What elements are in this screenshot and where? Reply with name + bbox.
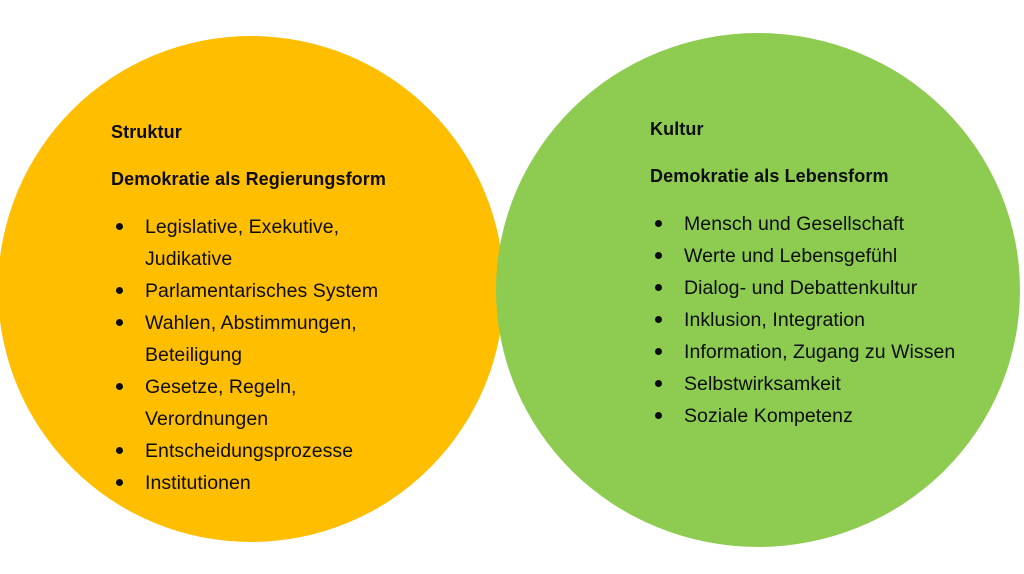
bullet-dot-icon xyxy=(655,316,662,323)
list-item: Dialog- und Debattenkultur xyxy=(650,272,1015,304)
list-item: Gesetze, Regeln, Verordnungen xyxy=(111,371,405,435)
list-item-label: Gesetze, Regeln, Verordnungen xyxy=(145,376,297,430)
left-subtitle-heading: Demokratie als Regierungsform xyxy=(111,169,386,189)
list-item-label: Information, Zugang zu Wissen xyxy=(684,341,956,363)
bullet-dot-icon xyxy=(655,284,662,291)
list-item: Legislative, Exekutive, Judikative xyxy=(111,211,405,275)
list-item-label: Parlamentarisches System xyxy=(145,280,379,302)
list-item-label: Wahlen, Abstimmungen, Beteiligung xyxy=(145,312,357,366)
list-item: Institutionen xyxy=(111,467,405,499)
bullet-dot-icon xyxy=(116,287,123,294)
left-circle-structure xyxy=(0,36,504,542)
bullet-dot-icon xyxy=(655,412,662,419)
list-item-label: Werte und Lebensgefühl xyxy=(684,245,898,267)
list-item-label: Mensch und Gesellschaft xyxy=(684,213,905,235)
list-item-label: Legislative, Exekutive, Judikative xyxy=(145,216,340,270)
left-bullet-list: Legislative, Exekutive, Judikative Parla… xyxy=(111,211,481,499)
list-item: Parlamentarisches System xyxy=(111,275,405,307)
bullet-dot-icon xyxy=(655,220,662,227)
bullet-dot-icon xyxy=(655,348,662,355)
list-item-label: Soziale Kompetenz xyxy=(684,405,853,427)
left-kicker-heading: Struktur xyxy=(111,122,182,142)
list-item: Werte und Lebensgefühl xyxy=(650,240,1015,272)
list-item: Inklusion, Integration xyxy=(650,304,1015,336)
bullet-dot-icon xyxy=(116,319,123,326)
list-item: Soziale Kompetenz xyxy=(650,400,1015,432)
list-item-label: Inklusion, Integration xyxy=(684,309,866,331)
list-item: Wahlen, Abstimmungen, Beteiligung xyxy=(111,307,405,371)
left-content-panel: Struktur Demokratie als Regierungsform L… xyxy=(111,120,481,499)
bullet-dot-icon xyxy=(655,252,662,259)
bullet-dot-icon xyxy=(116,223,123,230)
list-item: Mensch und Gesellschaft xyxy=(650,208,1015,240)
bullet-dot-icon xyxy=(116,479,123,486)
bullet-dot-icon xyxy=(116,383,123,390)
bullet-dot-icon xyxy=(655,380,662,387)
list-item-label: Institutionen xyxy=(145,472,251,494)
right-circle-culture xyxy=(496,33,1020,547)
list-item-label: Selbstwirksamkeit xyxy=(684,373,841,395)
list-item: Entscheidungsprozesse xyxy=(111,435,405,467)
right-subtitle-heading: Demokratie als Lebensform xyxy=(650,166,889,186)
bullet-dot-icon xyxy=(116,447,123,454)
list-item: Selbstwirksamkeit xyxy=(650,368,1015,400)
right-content-panel: Kultur Demokratie als Lebensform Mensch … xyxy=(650,117,1015,432)
list-item-label: Dialog- und Debattenkultur xyxy=(684,277,918,299)
right-kicker-heading: Kultur xyxy=(650,119,704,139)
right-bullet-list: Mensch und Gesellschaft Werte und Lebens… xyxy=(650,208,1015,432)
list-item: Information, Zugang zu Wissen xyxy=(650,336,1015,368)
list-item-label: Entscheidungsprozesse xyxy=(145,440,354,462)
